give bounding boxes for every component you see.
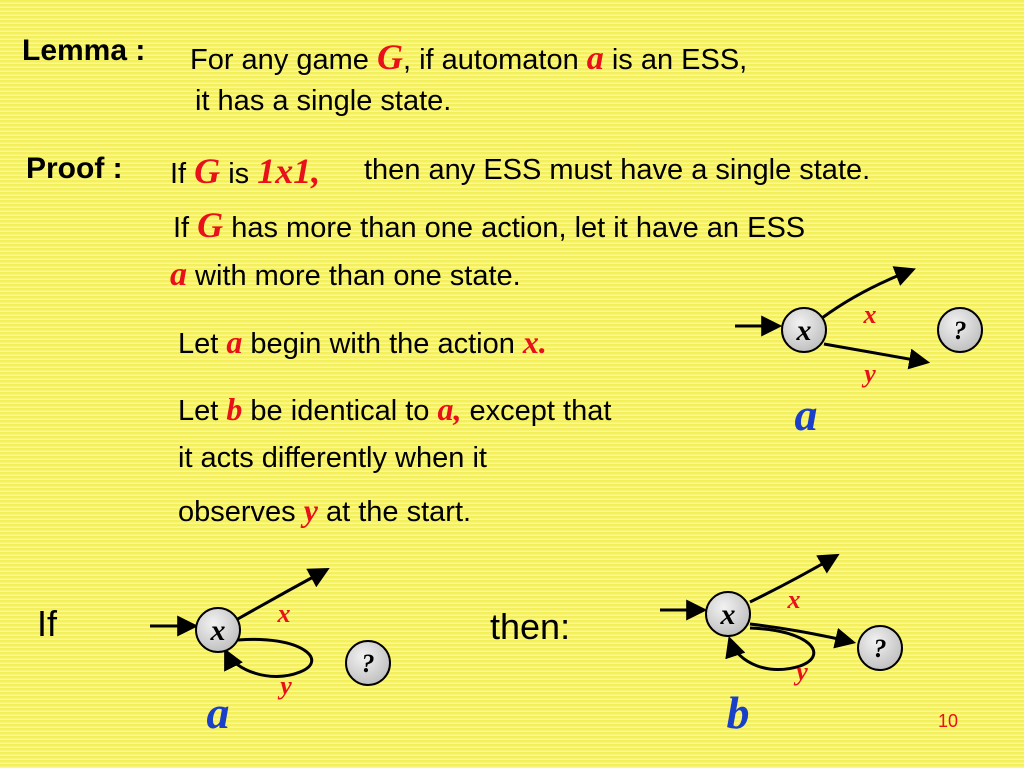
- edge-y-label: y: [793, 657, 808, 686]
- state-label: x: [720, 598, 736, 631]
- edge-x: [821, 266, 916, 320]
- proof-line-5-mid: be identical to: [242, 395, 438, 427]
- unknown-state-label: ?: [362, 649, 375, 678]
- lemma-text-c: is an ESS,: [603, 44, 748, 76]
- lemma-line-2: it has a single state.: [195, 85, 452, 117]
- edge-y-self-loop: [224, 637, 314, 678]
- proof-line-5-rest: except that: [461, 395, 612, 427]
- diagram-top: x ? x y a: [735, 266, 983, 440]
- lemma-text-a: For any game: [190, 44, 377, 76]
- proof-line-6: it acts differently when it: [178, 442, 487, 474]
- proof-let-4: Let: [178, 328, 227, 360]
- proof-if-2: If: [173, 212, 198, 244]
- proof-line-4-mid: begin with the action: [242, 328, 523, 360]
- edge-y-self-loop: [725, 626, 816, 671]
- edge-x: [235, 567, 330, 622]
- unknown-state-label: ?: [874, 634, 887, 663]
- edge-x-label: x: [277, 599, 291, 628]
- proof-line-2-rest: has more than one action, let it have an…: [223, 212, 806, 244]
- edge-x-label: x: [863, 300, 877, 329]
- unknown-state-node: [857, 625, 903, 671]
- diagram-left: x ? x y a: [150, 567, 391, 738]
- edge-y-label: y: [277, 671, 292, 700]
- state-label: x: [210, 614, 226, 647]
- proof-line-5: Let b be identical to a, except that: [178, 391, 611, 428]
- automaton-symbol-a-5: a,: [437, 391, 462, 427]
- edge-y-label: y: [861, 359, 876, 388]
- observation-symbol-y: y: [303, 492, 318, 528]
- edge-x: [749, 553, 840, 604]
- state-node: [781, 307, 827, 353]
- proof-line-1-rest: then any ESS must have a single state.: [364, 154, 871, 186]
- proof-label: Proof :: [26, 152, 123, 185]
- game-symbol-G: G: [376, 37, 403, 77]
- then-label: then:: [490, 606, 571, 647]
- proof-line-1: If G is 1x1,: [170, 150, 320, 192]
- automaton-symbol-a-4: a: [226, 324, 243, 360]
- automaton-symbol-a-3: a: [170, 256, 187, 293]
- unknown-state-label: ?: [954, 316, 967, 345]
- proof-line-4: Let a begin with the action x.: [178, 324, 547, 361]
- lemma-line-1: For any game G, if automaton a is an ESS…: [190, 36, 747, 78]
- proof-line-3-rest: with more than one state.: [187, 260, 521, 292]
- automaton-name: a: [795, 389, 818, 440]
- diagram-right: x ? x y b: [660, 553, 903, 738]
- unknown-state-node: [937, 307, 983, 353]
- automaton-symbol-b: b: [226, 391, 243, 427]
- lemma-label: Lemma :: [22, 34, 146, 67]
- automaton-name: a: [207, 687, 230, 738]
- automaton-name: b: [727, 687, 750, 738]
- unknown-state-node: [345, 640, 391, 686]
- proof-observes: observes: [178, 496, 304, 528]
- proof-line-3: a with more than one state.: [170, 256, 521, 294]
- proof-let-5: Let: [178, 395, 227, 427]
- proof-at-start: at the start.: [317, 496, 472, 528]
- edge-to-unknown: [749, 622, 857, 649]
- if-label: If: [37, 603, 58, 644]
- proof-line-2: If G has more than one action, let it ha…: [173, 204, 805, 246]
- game-symbol-G-1: G: [194, 151, 221, 191]
- edge-x-label: x: [787, 585, 801, 614]
- page-number: 10: [938, 711, 958, 731]
- automaton-symbol-a: a: [586, 40, 604, 77]
- state-node: [705, 591, 751, 637]
- proof-is: is: [220, 158, 258, 190]
- lemma-text-b: , if automaton: [402, 44, 587, 76]
- action-symbol-x: x.: [522, 324, 547, 360]
- edge-y: [823, 342, 931, 370]
- state-node: [195, 607, 241, 653]
- size-1x1: 1x1,: [257, 151, 321, 191]
- proof-if-1: If: [170, 158, 195, 190]
- state-label: x: [796, 314, 812, 347]
- game-symbol-G-2: G: [197, 205, 224, 245]
- proof-line-7: observes y at the start.: [178, 492, 471, 529]
